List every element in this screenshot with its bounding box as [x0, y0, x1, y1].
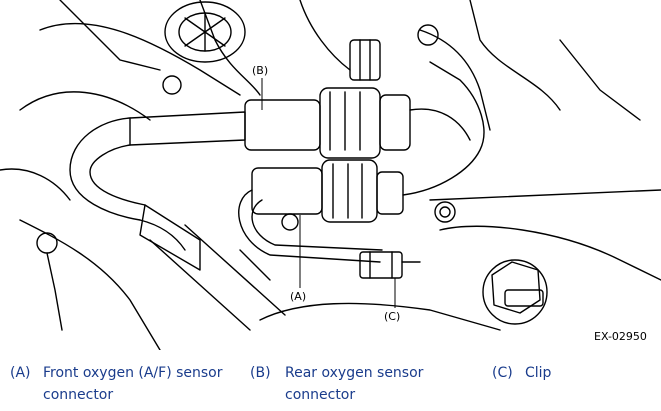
callout-b: (B): [252, 64, 268, 77]
figure-id-label: EX-02950: [594, 330, 647, 343]
callout-c: (C): [384, 310, 400, 323]
legend-text-a: Front oxygen (A/F) sensor connector: [43, 365, 223, 403]
legend-text-c: Clip: [525, 365, 552, 381]
legend-key-b: (B): [250, 365, 271, 381]
engine-connector-illustration: (B) (A) (C) EX-02950: [0, 0, 661, 350]
legend: (A) Front oxygen (A/F) sensor connector …: [0, 362, 661, 411]
callout-a: (A): [290, 290, 306, 303]
legend-key-c: (C): [492, 365, 513, 381]
legend-text-b: Rear oxygen sensor connector: [285, 365, 424, 403]
legend-key-a: (A): [10, 365, 31, 381]
